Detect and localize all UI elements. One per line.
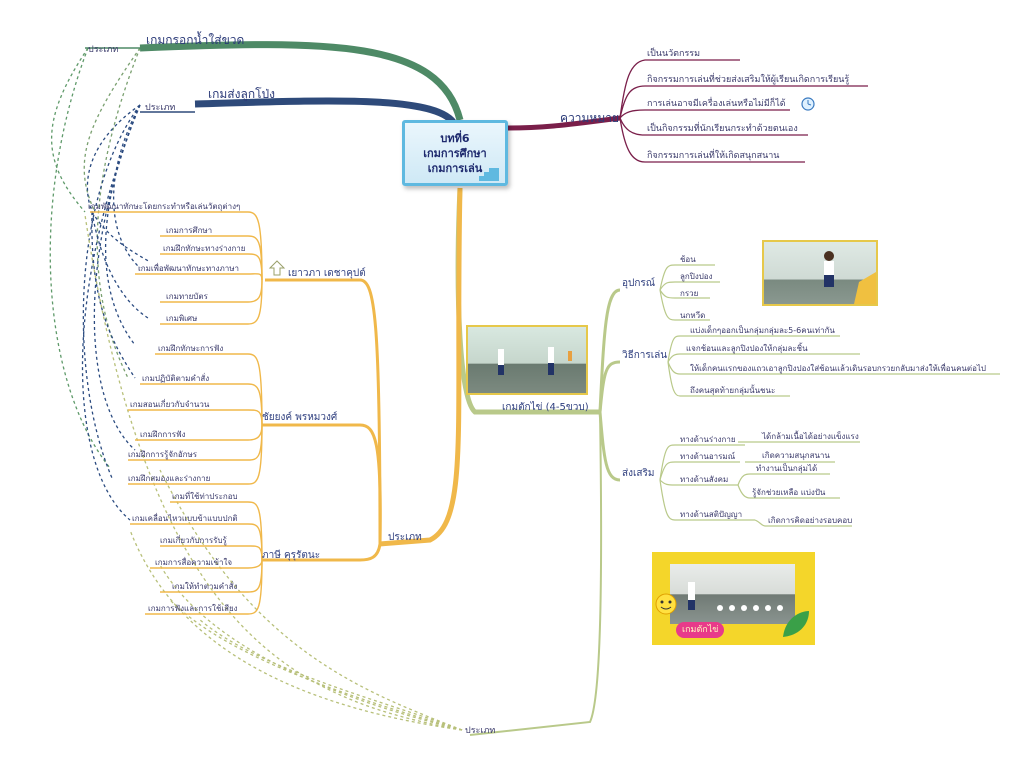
author-1-item-1: เกมพัฒนาทักษะโดยกระทำหรือเล่นวัตถุต่างๆ xyxy=(88,201,240,211)
author-3-name: ภาษี คุรุรัตนะ xyxy=(262,549,320,561)
author-3-item-4: เกมการสื่อความเข้าใจ xyxy=(155,556,232,567)
meaning-lines xyxy=(619,59,868,163)
promote-body: ทางด้านร่างกาย xyxy=(680,435,736,444)
egg-game-type: ประเภท xyxy=(465,726,495,736)
meaning-item-4: เป็นกิจกรรมที่นักเรียนกระทำด้วยตนเอง xyxy=(647,121,798,134)
egg-game-title: เกมตักไข่ (4-5ขวบ) xyxy=(502,401,589,413)
central-topic-line3: เกมการเล่น xyxy=(427,162,483,175)
branch-game2 xyxy=(194,97,459,127)
author-1-item-3: เกมฝึกทักษะทางร่างกาย xyxy=(163,244,245,253)
central-topic-line1: บทที่6 xyxy=(440,132,470,145)
egg-game-photo-2 xyxy=(762,240,878,306)
equipment-item-3: กรวย xyxy=(680,289,698,298)
central-topic-line2: เกมการศึกษา xyxy=(423,147,487,160)
method-label: วิธีการเล่น xyxy=(622,349,668,361)
author-2-item-5: เกมฝึกการรู้จักอักษร xyxy=(128,450,198,460)
children-figures xyxy=(498,347,572,375)
equipment-item-1: ช้อน xyxy=(680,255,696,264)
egg-game-photo-1 xyxy=(466,325,588,395)
equipment-item-2: ลูกปิงปอง xyxy=(680,272,713,282)
branch-meaning xyxy=(507,115,621,131)
game1-name: เกมกรอกน้ำใส่ขวด xyxy=(146,31,244,47)
meaning-item-1: เป็นนวัตกรรม xyxy=(647,46,700,59)
author-3-item-1: เกมที่ใช้ท่าประกอบ xyxy=(172,490,238,501)
author-2-item-1: เกมฝึกทักษะการฟัง xyxy=(158,344,223,353)
clock-icon xyxy=(801,97,815,111)
promote-emotion-sub: เกิดความสนุกสนาน xyxy=(762,451,830,460)
poster-caption: เกมตักไข่ xyxy=(676,622,725,638)
author-1-item-4: เกมเพื่อพัฒนาทักษะทางภาษา xyxy=(138,262,239,273)
author-3-item-2: เกมเคลื่อนไหวแบบข้าแบบปกติ xyxy=(132,512,238,523)
game2-name: เกมส่งลูกโป่ง xyxy=(208,87,275,102)
author-2-item-3: เกมสอนเกี่ยวกับจำนวน xyxy=(130,398,210,409)
author-1-name: เยาวภา เดชาคุปต์ xyxy=(288,267,366,279)
meaning-item-3: การเล่นอาจมีเครื่องเล่นหรือไม่มีก็ได้ xyxy=(647,96,786,109)
promote-social: ทางด้านสังคม xyxy=(680,475,728,484)
equipment-label: อุปกรณ์ xyxy=(622,277,655,289)
relationship-links xyxy=(49,47,463,731)
branch-game1 xyxy=(139,41,464,121)
game2-type: ประเภท xyxy=(145,103,175,113)
author-2-item-2: เกมปฏิบัติตามคำสั่ง xyxy=(142,372,209,383)
author-1-item-5: เกมทายบัตร xyxy=(166,292,209,301)
promote-emotion: ทางด้านอารมณ์ xyxy=(680,451,736,461)
author-2-name: ชัยยงค์ พรหมวงศ์ xyxy=(262,411,338,423)
promote-social-sub-1: ทำงานเป็นกลุ่มได้ xyxy=(756,463,817,473)
author-1-item-2: เกมการศึกษา xyxy=(166,226,212,235)
method-item-1: แบ่งเด็กๆออกเป็นกลุ่มกลุ่มละ5-6คนเท่ากัน xyxy=(690,325,835,335)
meaning-title: ความหมาย xyxy=(560,111,619,125)
author-3-item-6: เกมการฟังและการใช้เสียง xyxy=(148,604,238,613)
child-figure xyxy=(824,251,876,304)
promote-body-sub: ได้กล้ามเนื้อได้อย่างแข็งแรง xyxy=(761,430,859,441)
up-arrow-icon xyxy=(268,260,286,276)
smiley-icon xyxy=(655,593,677,615)
branch-types xyxy=(379,187,463,547)
poster-children xyxy=(688,582,783,611)
egg-game-poster: เกมตักไข่ xyxy=(652,552,815,645)
promote-label: ส่งเสริม xyxy=(622,468,654,479)
central-topic[interactable]: บทที่6 เกมการศึกษา เกมการเล่น xyxy=(402,120,508,186)
leaf-icon xyxy=(783,611,809,637)
promote-social-sub-2: รู้จักช่วยเหลือ แบ่งปัน xyxy=(752,488,826,498)
method-item-2: แจกช้อนและลูกปิงปองให้กลุ่มละชิ้น xyxy=(686,342,808,354)
equipment-item-4: นกหวีด xyxy=(680,311,705,320)
promote-intellect-sub: เกิดการคิดอย่างรอบคอบ xyxy=(768,516,852,525)
types-label: ประเภท xyxy=(388,532,422,543)
author-3-item-3: เกมเกี่ยวกับการรับรู้ xyxy=(160,534,228,546)
method-item-4: ถึงคนสุดท้ายกลุ่มนั้นชนะ xyxy=(690,384,775,395)
author-1-item-6: เกมพิเศษ xyxy=(166,314,197,323)
meaning-item-2: กิจกรรมการเล่นที่ช่วยส่งเสริมให้ผู้เรียน… xyxy=(647,72,849,85)
author-2-item-6: เกมฝึกสมองและร่างกาย xyxy=(128,474,210,483)
game1-type: ประเภท xyxy=(88,45,118,55)
author-2-item-4: เกมฝึกการฟัง xyxy=(140,430,186,439)
stairs-icon xyxy=(479,168,499,181)
meaning-item-5: กิจกรรมการเล่นที่ให้เกิดสนุกสนาน xyxy=(647,148,779,161)
author-3-item-5: เกมให้ทำตามคำสั่ง xyxy=(172,580,237,591)
method-item-3: ให้เด็กคนแรกของแถวเอาลูกปิงปองใส่ช้อนแล้… xyxy=(690,362,986,374)
promote-intellect: ทางด้านสติปัญญา xyxy=(680,510,742,519)
poster-photo xyxy=(670,564,795,624)
